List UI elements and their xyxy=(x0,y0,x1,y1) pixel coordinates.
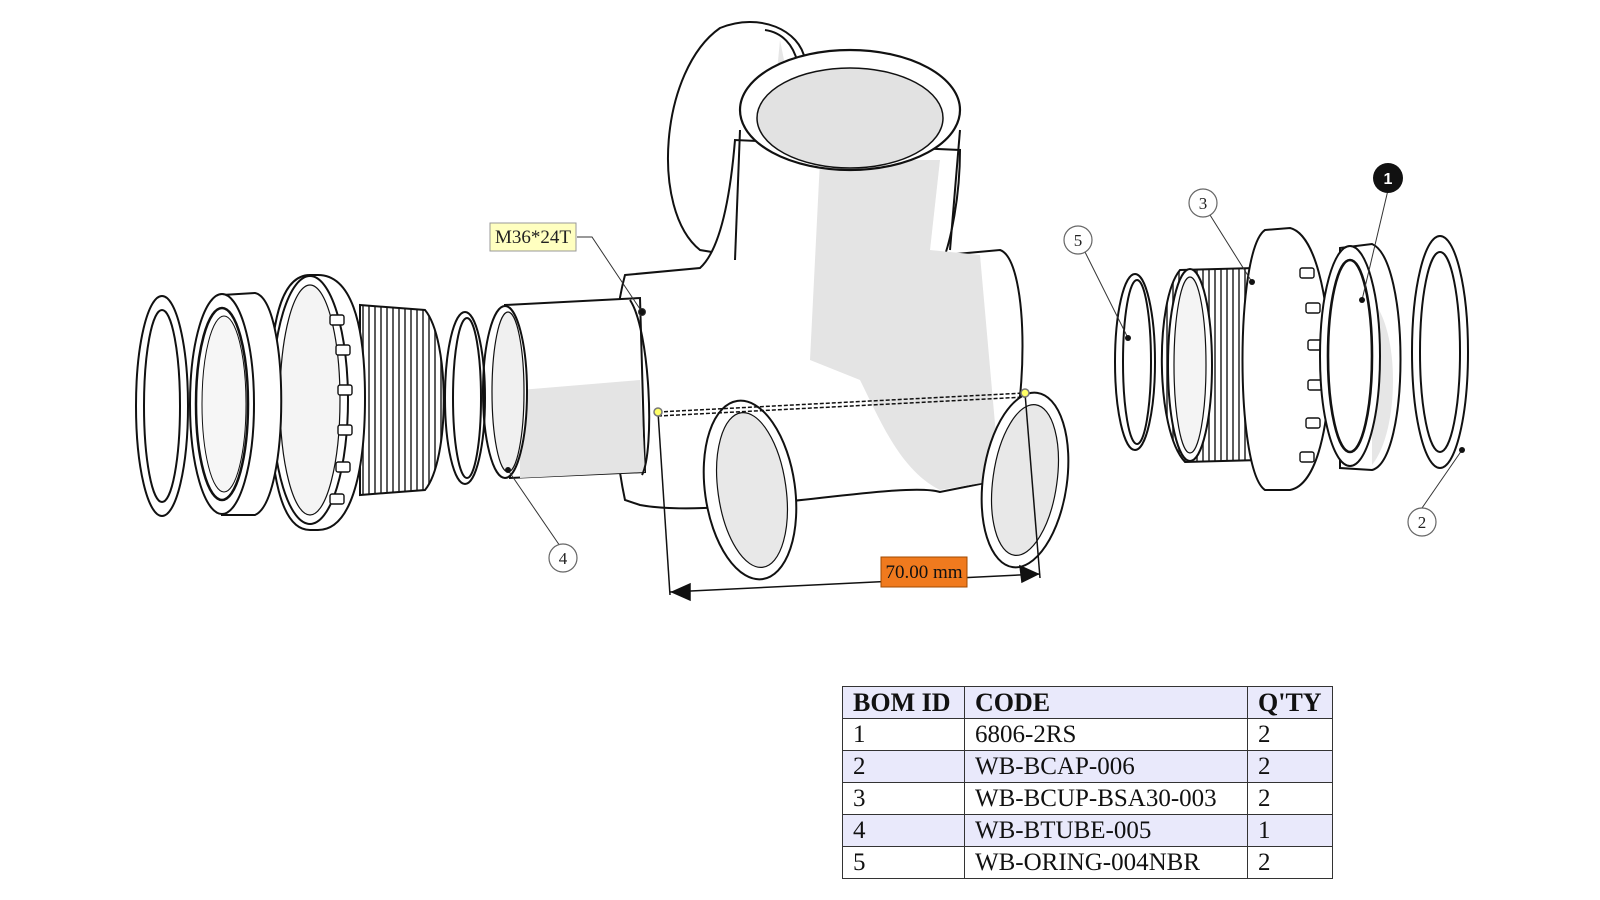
left-bearing xyxy=(189,291,283,516)
balloon-5: 5 xyxy=(1063,225,1131,341)
bom-cell-id: 3 xyxy=(842,782,965,815)
bom-row: 5 WB-ORING-004NBR 2 xyxy=(842,846,1333,879)
bom-cell-qty: 2 xyxy=(1247,782,1333,815)
bom-cell-code: WB-BCAP-006 xyxy=(964,750,1248,783)
bom-cell-id: 2 xyxy=(842,750,965,783)
width-dimension xyxy=(653,388,1041,602)
balloon-3-label: 3 xyxy=(1199,194,1208,213)
balloon-1-label: 1 xyxy=(1384,171,1393,188)
thread-leader xyxy=(577,236,646,316)
left-bearing-cap xyxy=(135,295,189,517)
balloon-4-label: 4 xyxy=(559,549,568,568)
balloon-5-label: 5 xyxy=(1074,231,1083,250)
bom-cell-id: 4 xyxy=(842,814,965,847)
bom-header-row: BOM ID CODE Q'TY xyxy=(842,686,1333,719)
bom-cell-code: WB-BTUBE-005 xyxy=(964,814,1248,847)
bom-row: 4 WB-BTUBE-005 1 xyxy=(842,814,1333,847)
bom-cell-id: 1 xyxy=(842,718,965,751)
bb-tube xyxy=(482,296,651,480)
thread-label: M36*24T xyxy=(495,227,571,248)
dimension-label: 70.00 mm xyxy=(885,562,962,583)
bom-cell-qty: 1 xyxy=(1247,814,1333,847)
right-bearing xyxy=(1319,242,1402,472)
right-bb-cup xyxy=(1160,226,1331,491)
bom-table: BOM ID CODE Q'TY 1 6806-2RS 2 2 WB-BCAP-… xyxy=(842,686,1333,879)
balloon-3: 3 xyxy=(1188,188,1255,285)
thread-label-box xyxy=(489,222,577,252)
bom-cell-qty: 2 xyxy=(1247,846,1333,879)
bom-cell-id: 5 xyxy=(842,846,965,879)
bom-header-qty: Q'TY xyxy=(1247,686,1333,719)
balloon-2-label: 2 xyxy=(1418,513,1427,532)
bom-header-code: CODE xyxy=(964,686,1248,719)
dimension-label-box xyxy=(880,556,968,588)
left-bb-cup xyxy=(268,274,445,531)
bom-row: 1 6806-2RS 2 xyxy=(842,718,1333,751)
bom-row: 3 WB-BCUP-BSA30-003 2 xyxy=(842,782,1333,815)
right-o-ring xyxy=(1114,273,1156,451)
bom-cell-code: WB-ORING-004NBR xyxy=(964,846,1248,879)
balloon-2: 2 xyxy=(1407,447,1465,537)
bom-cell-qty: 2 xyxy=(1247,718,1333,751)
left-o-ring xyxy=(444,311,486,485)
balloon-4: 4 xyxy=(505,467,578,573)
bottom-bracket-frame xyxy=(612,21,1070,581)
bom-header-id: BOM ID xyxy=(842,686,965,719)
balloon-1: 1 xyxy=(1359,163,1403,303)
bom-row: 2 WB-BCAP-006 2 xyxy=(842,750,1333,783)
right-bearing-cap xyxy=(1411,235,1469,469)
bom-cell-code: 6806-2RS xyxy=(964,718,1248,751)
bom-cell-code: WB-BCUP-BSA30-003 xyxy=(964,782,1248,815)
bom-cell-qty: 2 xyxy=(1247,750,1333,783)
